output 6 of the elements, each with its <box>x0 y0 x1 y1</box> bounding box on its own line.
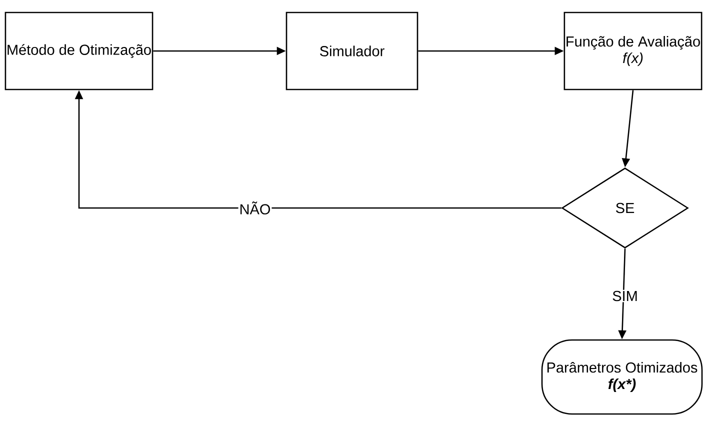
edge-label: NÃO <box>238 200 272 216</box>
process-box: Método de Otimização <box>4 12 154 90</box>
process-box: Função de Avaliação f(x) <box>564 12 702 90</box>
process-box: Simulador <box>286 12 418 90</box>
edge-label: SIM <box>611 290 639 302</box>
terminal-box: Parâmetros Otimizados f(x*) <box>541 339 703 415</box>
